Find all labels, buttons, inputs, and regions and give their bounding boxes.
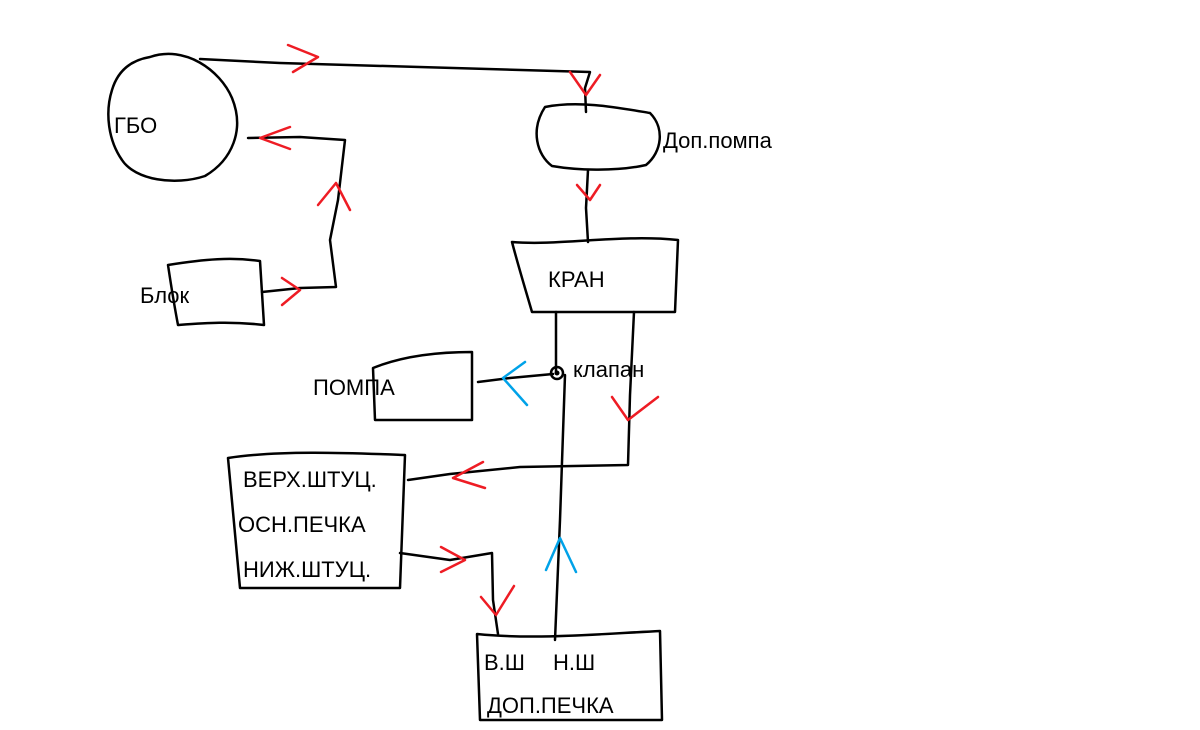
verh-shtuc-label: ВЕРХ.ШТУЦ. [243,467,377,492]
dop-pechka-shape [475,629,664,722]
flow-arrow-icon [575,183,602,202]
kran-label: КРАН [548,267,605,292]
klapan-label: клапан [573,357,644,382]
flow-arrow-icon [316,181,352,212]
flow-arrow-icon [479,584,516,617]
flow-arrow-icon [451,460,487,490]
line-blok-to-gbo [246,135,347,294]
osn-pechka-shape [226,451,407,590]
line-kran-to-verh-shtuc [406,310,636,482]
blok-shape [166,257,266,327]
flow-arrow-icon [610,395,660,422]
dop-pompa-shape [535,103,662,171]
kran-shape [510,237,680,314]
flow-arrow-icon [439,545,467,574]
line-gbo-to-dop-pompa [198,57,592,114]
flow-arrow-icon [258,125,292,151]
flow-arrow-icon [286,43,320,74]
alt-flow-arrow-icon [501,360,529,407]
alt-flow-arrow-icon [544,536,578,574]
line-dop-pechka-to-klapan [553,373,567,642]
osn-pechka-label: ОСН.ПЕЧКА [238,512,366,537]
klapan-valve-icon [549,365,565,381]
gbo-label: ГБО [114,113,157,138]
pompa-label: ПОМПА [313,375,395,400]
gbo-shape [107,52,239,182]
dop-pompa-label: Доп.помпа [663,128,773,153]
flow-arrow-icon [280,276,302,307]
line-klapan-to-pompa [476,372,555,384]
flow-arrow-icon [568,70,602,97]
line-nizh-shtuc-to-dop-pechka [398,551,500,636]
blok-label: Блок [140,283,190,308]
pompa-shape [371,350,474,422]
nizh-shtuc-label: НИЖ.ШТУЦ. [243,557,371,582]
vsh-label: В.Ш [484,650,525,675]
line-dop-pompa-to-kran [584,168,590,244]
nsh-label: Н.Ш [553,650,595,675]
dop-pechka-label: ДОП.ПЕЧКА [487,693,614,718]
